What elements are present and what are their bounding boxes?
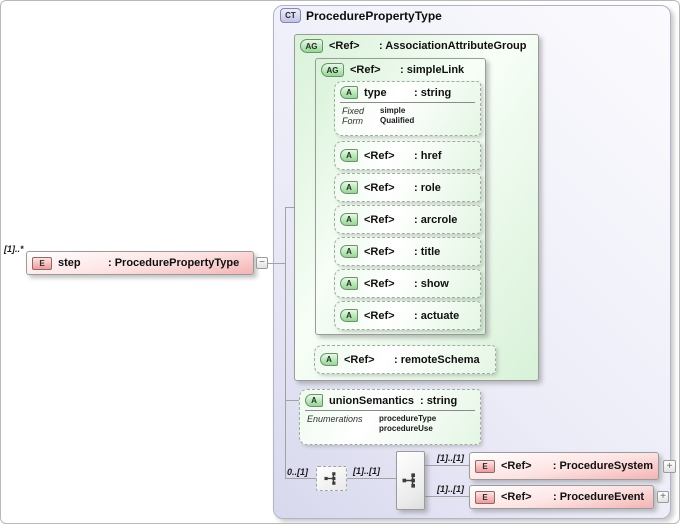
facet-value: simple bbox=[380, 106, 406, 115]
attribute-type: : href bbox=[414, 149, 442, 162]
attribute-type: : string bbox=[419, 394, 458, 407]
element-type: : ProcedurePropertyType bbox=[108, 257, 240, 269]
choice-glyph-icon bbox=[324, 472, 336, 485]
attribute-actuate-node[interactable]: A <Ref> : actuate bbox=[334, 301, 481, 330]
element-type: : ProcedureSystem bbox=[552, 460, 653, 472]
connector-line bbox=[425, 496, 469, 497]
attribute-name: type bbox=[364, 86, 387, 99]
attribute-badge: A bbox=[340, 149, 358, 162]
attribute-name: <Ref> bbox=[344, 353, 375, 366]
attribute-role-node[interactable]: A <Ref> : role bbox=[334, 173, 481, 202]
attribute-group-type: : AssociationAttributeGroup bbox=[379, 40, 527, 52]
cardinality-label: [1]..[1] bbox=[437, 484, 464, 494]
attribute-group-badge: AG bbox=[321, 63, 344, 77]
attribute-name: <Ref> bbox=[364, 181, 395, 194]
attribute-type: : arcrole bbox=[414, 213, 458, 226]
attribute-name: <Ref> bbox=[364, 245, 395, 258]
element-procedureevent-node[interactable]: E <Ref> : ProcedureEvent bbox=[469, 485, 654, 509]
connector-line bbox=[285, 400, 300, 401]
choice-icon[interactable] bbox=[316, 466, 347, 491]
complex-type-badge: CT bbox=[280, 8, 301, 23]
enum-value: procedureType bbox=[379, 414, 437, 423]
enumerations-label: Enumerations bbox=[307, 414, 363, 424]
attribute-type: : show bbox=[414, 277, 449, 290]
element-name: <Ref> bbox=[501, 460, 532, 472]
attribute-name: <Ref> bbox=[364, 149, 395, 162]
cardinality-label: [1]..* bbox=[4, 244, 24, 254]
attribute-badge: A bbox=[320, 353, 338, 366]
cardinality-label: [1]..[1] bbox=[437, 453, 464, 463]
attribute-href-node[interactable]: A <Ref> : href bbox=[334, 141, 481, 170]
attribute-arcrole-node[interactable]: A <Ref> : arcrole bbox=[334, 205, 481, 234]
element-badge: E bbox=[32, 256, 52, 270]
attribute-badge: A bbox=[340, 213, 358, 226]
expand-icon[interactable]: + bbox=[663, 460, 676, 473]
attribute-group-name: <Ref> bbox=[329, 40, 360, 52]
element-proceduresystem-node[interactable]: E <Ref> : ProcedureSystem bbox=[469, 452, 659, 480]
attribute-group-badge: AG bbox=[300, 39, 323, 53]
attribute-type: : remoteSchema bbox=[394, 353, 480, 366]
attribute-badge: A bbox=[340, 181, 358, 194]
connector-trunk bbox=[285, 207, 286, 479]
expand-icon[interactable]: + bbox=[657, 491, 669, 503]
sequence-glyph-icon bbox=[402, 473, 415, 488]
element-badge: E bbox=[475, 459, 495, 473]
element-badge: E bbox=[475, 490, 495, 504]
facet-label: Fixed bbox=[342, 106, 365, 116]
attribute-badge: A bbox=[305, 394, 323, 407]
attribute-badge: A bbox=[340, 309, 358, 322]
facet-label: Form bbox=[342, 116, 363, 126]
enum-value: procedureUse bbox=[379, 424, 433, 433]
complex-type-title: ProcedurePropertyType bbox=[306, 9, 442, 23]
attribute-unionsemantics-node[interactable]: A unionSemantics : string Enumerations p… bbox=[299, 389, 481, 445]
facet-divider bbox=[305, 410, 475, 411]
attribute-type: : role bbox=[414, 181, 441, 194]
attribute-name: <Ref> bbox=[364, 277, 395, 290]
element-name: step bbox=[58, 257, 81, 269]
attribute-badge: A bbox=[340, 245, 358, 258]
connector-line bbox=[285, 478, 316, 479]
attribute-type: : actuate bbox=[414, 309, 460, 322]
attribute-type: : title bbox=[414, 245, 441, 258]
attribute-badge: A bbox=[340, 277, 358, 290]
attribute-type: : string bbox=[414, 86, 452, 99]
attribute-title-node[interactable]: A <Ref> : title bbox=[334, 237, 481, 266]
element-step-node[interactable]: E step : ProcedurePropertyType bbox=[26, 251, 254, 275]
facet-divider bbox=[340, 102, 475, 103]
connector-line bbox=[425, 465, 469, 466]
cardinality-label: 0..[1] bbox=[287, 467, 309, 477]
attribute-name: <Ref> bbox=[364, 309, 395, 322]
element-type: : ProcedureEvent bbox=[553, 491, 645, 503]
facet-value: Qualified bbox=[380, 116, 415, 125]
cardinality-label: [1]..[1] bbox=[353, 466, 380, 476]
attribute-group-type: : simpleLink bbox=[400, 64, 465, 76]
collapse-icon[interactable]: − bbox=[256, 257, 268, 269]
element-name: <Ref> bbox=[501, 491, 532, 503]
attribute-show-node[interactable]: A <Ref> : show bbox=[334, 269, 481, 298]
connector-line bbox=[347, 478, 396, 479]
attribute-remoteschema-node[interactable]: A <Ref> : remoteSchema bbox=[314, 345, 496, 374]
attribute-name: <Ref> bbox=[364, 213, 395, 226]
attribute-type-node[interactable]: A type : string Fixed simple Form Qualif… bbox=[334, 81, 481, 136]
sequence-icon[interactable] bbox=[396, 451, 425, 510]
attribute-badge: A bbox=[340, 86, 358, 99]
connector-line bbox=[268, 263, 285, 264]
attribute-group-name: <Ref> bbox=[350, 64, 381, 76]
attribute-name: unionSemantics bbox=[329, 394, 414, 407]
